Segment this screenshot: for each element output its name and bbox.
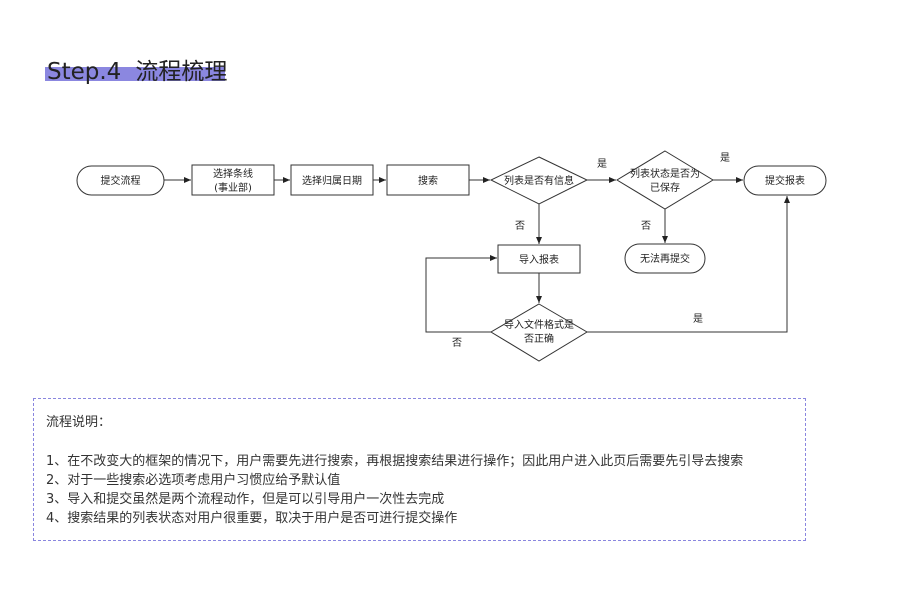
flowchart: 提交流程 选择条线 (事业部) 选择归属日期 搜索 列表是否有信息 列表状态是否… (76, 150, 827, 362)
node-cannot-submit (624, 243, 706, 274)
label-format-ok-2: 否正确 (524, 332, 554, 345)
step-label: Step.4 (47, 59, 122, 85)
label-has-info: 列表是否有信息 (504, 174, 574, 187)
label-submit-report: 提交报表 (765, 174, 805, 187)
node-is-saved (616, 150, 714, 210)
title-highlight (45, 67, 225, 81)
edge-format-yes (587, 196, 790, 333)
node-submit-report (743, 165, 827, 196)
edge-label-issaved-no: 否 (641, 220, 651, 232)
edge-label-format-no: 否 (452, 337, 462, 349)
label-search: 搜索 (418, 174, 438, 187)
label-is-saved-2: 已保存 (650, 181, 680, 194)
edge-label-hasinfo-yes: 是 (597, 158, 607, 170)
label-select-date: 选择归属日期 (302, 174, 362, 187)
edge-label-hasinfo-no: 否 (515, 220, 525, 232)
note-item: 2、对于一些搜索必选项考虑用户习惯应给予默认值 (46, 473, 341, 488)
edge-label-issaved-yes: 是 (720, 152, 730, 164)
label-cannot-submit: 无法再提交 (640, 252, 690, 265)
node-import-report (497, 244, 581, 274)
label-start: 提交流程 (101, 174, 141, 187)
label-format-ok-1: 导入文件格式是 (504, 318, 574, 331)
note-item: 4、搜索结果的列表状态对用户很重要，取决于用户是否可进行提交操作 (46, 511, 458, 526)
node-format-ok (490, 303, 588, 362)
note-item: 3、导入和提交虽然是两个流程动作，但是可以引导用户一次性去完成 (46, 492, 445, 507)
label-import-report: 导入报表 (519, 253, 559, 266)
process-notes-box: 流程说明： 1、在不改变大的框架的情况下，用户需要先进行搜索，再根据搜索结果进行… (33, 398, 806, 541)
title-text: 流程梳理 (135, 59, 228, 85)
note-item: 1、在不改变大的框架的情况下，用户需要先进行搜索，再根据搜索结果进行操作；因此用… (46, 454, 744, 469)
label-select-line-2: (事业部) (214, 181, 252, 194)
label-select-line-1: 选择条线 (213, 167, 253, 180)
notes-title: 流程说明： (46, 415, 112, 430)
node-select-line (191, 164, 275, 196)
edge-label-format-yes: 是 (693, 313, 703, 325)
node-select-date (290, 164, 374, 196)
label-is-saved-1: 列表状态是否为 (630, 167, 700, 180)
edge-format-no (425, 255, 497, 333)
